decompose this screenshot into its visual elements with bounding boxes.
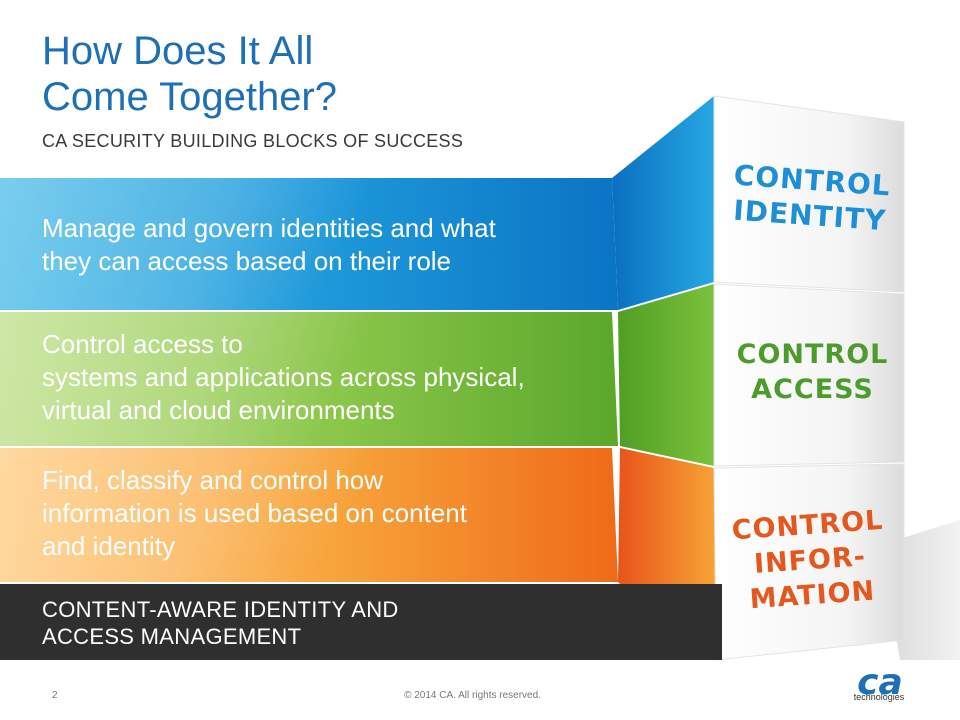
- band-identity-line-1: Manage and govern identities and what: [42, 213, 496, 243]
- slide-subtitle: CA SECURITY BUILDING BLOCKS OF SUCCESS: [42, 131, 464, 151]
- title-line-1: How Does It All: [42, 29, 314, 73]
- band-access-line-2: systems and applications across physical…: [42, 362, 525, 392]
- slide-title: How Does It All Come Together?: [42, 28, 602, 120]
- page-number: 2: [52, 690, 58, 701]
- band-access-line-3: virtual and cloud environments: [42, 395, 395, 425]
- band-foundation-line-2: ACCESS MANAGEMENT: [42, 624, 302, 649]
- band-foundation: CONTENT-AWARE IDENTITY AND ACCESS MANAGE…: [0, 584, 722, 660]
- band-information-line-3: and identity: [42, 531, 175, 561]
- band-access: Control access to systems and applicatio…: [0, 312, 618, 446]
- band-identity-line-2: they can access based on their role: [42, 246, 452, 276]
- block-face-identity: [713, 95, 905, 293]
- block-label-access: CONTROL ACCESS: [730, 337, 895, 407]
- block-face-access: [713, 283, 905, 467]
- block-label-identity: CONTROL IDENTITY: [724, 157, 898, 239]
- band-identity: Manage and govern identities and what th…: [0, 178, 618, 310]
- block-access-line-1: CONTROL: [736, 339, 889, 370]
- title-line-2: Come Together?: [42, 75, 337, 119]
- band-information-text: Find, classify and control how informati…: [42, 464, 467, 563]
- band-access-line-1: Control access to: [42, 329, 243, 359]
- block-side-identity: [612, 96, 714, 310]
- band-foundation-line-1: CONTENT-AWARE IDENTITY AND: [42, 597, 399, 622]
- band-information: Find, classify and control how informati…: [0, 448, 618, 582]
- band-information-line-1: Find, classify and control how: [42, 465, 384, 495]
- block-label-information: CONTROL INFOR- MATION: [717, 502, 904, 619]
- block-access-line-2: ACCESS: [751, 374, 874, 405]
- block-side-access: [618, 284, 714, 466]
- band-foundation-text: CONTENT-AWARE IDENTITY AND ACCESS MANAGE…: [42, 596, 399, 650]
- band-information-line-2: information is used based on content: [42, 498, 467, 528]
- ca-logo-tagline: technologies: [853, 692, 905, 702]
- copyright-notice: © 2014 CA. All rights reserved.: [404, 690, 541, 701]
- ca-logo-mark: ca: [857, 662, 903, 703]
- ca-logo-icon: ca: [857, 662, 903, 703]
- band-identity-text: Manage and govern identities and what th…: [42, 212, 496, 278]
- band-access-text: Control access to systems and applicatio…: [42, 328, 525, 427]
